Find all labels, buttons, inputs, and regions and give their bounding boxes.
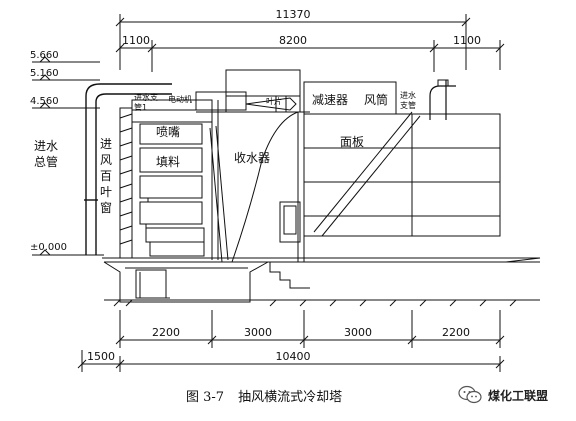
label-louver-4: 叶 xyxy=(100,185,112,199)
top-dimension-lines xyxy=(115,14,505,72)
access-door xyxy=(279,201,301,243)
label-panel: 面板 xyxy=(340,135,364,149)
label-louver-3: 百 xyxy=(100,169,112,183)
bottom-dimension-lines xyxy=(77,310,505,372)
dim-bottom-left: 1500 xyxy=(87,350,115,363)
label-branch-pipe-1: 进水支 xyxy=(134,92,158,102)
figure-caption: 图 3-7 抽风横流式冷却塔 xyxy=(186,386,356,405)
cold-water-basin xyxy=(102,257,541,303)
label-branch-pipe-r1: 进水 xyxy=(400,90,416,100)
fill-media xyxy=(139,123,205,257)
fan-assembly xyxy=(195,69,397,115)
air-flow-curve xyxy=(231,111,299,263)
dim-total-width: 11370 xyxy=(276,8,311,21)
dim-bottom-total: 10400 xyxy=(276,350,311,363)
label-branch-pipe-2: 管1 xyxy=(134,102,147,112)
level-5660: 5.660 xyxy=(30,50,59,61)
figure-number: 图 3-7 xyxy=(186,390,225,405)
level-zero: ±0.000 xyxy=(30,242,67,253)
label-inlet-main-pipe-1: 进水 xyxy=(34,139,58,153)
right-section xyxy=(269,79,501,289)
label-louver-5: 窗 xyxy=(100,201,112,215)
tower-structure xyxy=(102,69,541,307)
drift-eliminator xyxy=(209,125,229,263)
ground-hatch xyxy=(104,299,540,307)
label-nozzle: 喷嘴 xyxy=(156,125,180,139)
dim-top-mid: 8200 xyxy=(279,34,307,47)
level-5160: 5.160 xyxy=(30,68,59,79)
label-branch-pipe-r2: 支管 xyxy=(400,100,416,110)
inlet-main-pipe xyxy=(84,83,172,255)
louver-blades xyxy=(119,113,133,245)
dim-top-left: 1100 xyxy=(122,34,150,47)
dim-bottom-4: 2200 xyxy=(442,326,470,339)
staircase xyxy=(269,111,421,289)
level-4560: 4.560 xyxy=(30,96,59,107)
label-inlet-main-pipe-2: 总管 xyxy=(34,154,58,169)
dim-bottom-1: 2200 xyxy=(152,326,180,339)
watermark-text: 煤化工联盟 xyxy=(488,388,549,403)
label-fan-blade: 叶片 xyxy=(266,96,282,106)
label-louver-2: 风 xyxy=(100,153,112,167)
figure-title: 抽风横流式冷却塔 xyxy=(238,390,343,405)
wechat-icon xyxy=(458,385,482,404)
label-reducer: 减速器 xyxy=(312,93,348,107)
label-fill: 填料 xyxy=(156,155,180,169)
elevation-marks xyxy=(32,56,104,256)
dim-top-right: 1100 xyxy=(453,34,481,47)
watermark: 煤化工联盟 xyxy=(458,384,548,406)
dim-bottom-2: 3000 xyxy=(244,326,272,339)
label-louver-1: 进 xyxy=(100,137,112,151)
label-eliminator: 收水器 xyxy=(234,151,270,165)
dim-bottom-3: 3000 xyxy=(344,326,372,339)
label-fan-stack: 风筒 xyxy=(364,92,388,107)
label-motor: 电动机 xyxy=(168,94,192,104)
